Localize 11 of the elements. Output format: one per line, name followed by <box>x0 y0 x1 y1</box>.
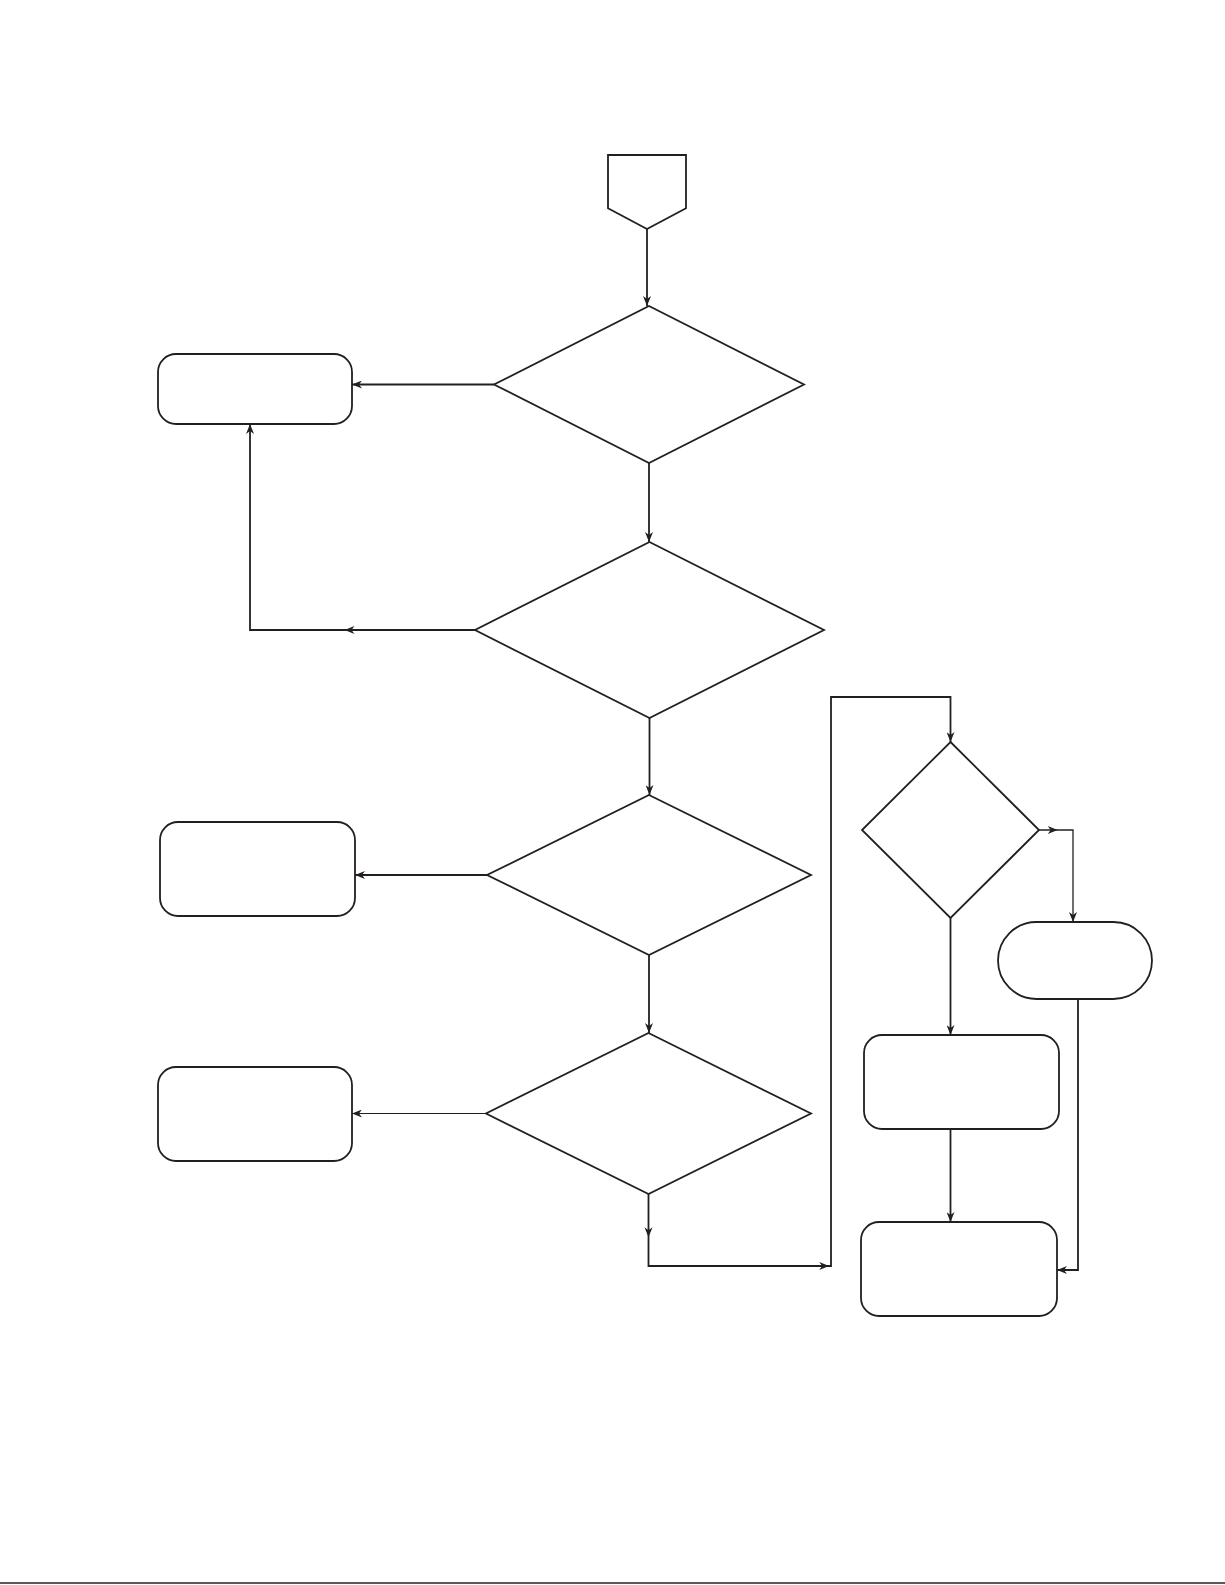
decision-diamond <box>487 795 811 955</box>
decision-diamond <box>475 542 824 718</box>
process-box <box>864 1035 1059 1129</box>
process-box <box>861 1222 1057 1316</box>
process-box <box>158 1067 352 1161</box>
off-page-connector <box>608 155 686 229</box>
process-box <box>160 822 355 916</box>
process-box <box>158 354 352 424</box>
decision-diamond <box>862 742 1039 918</box>
decision-diamond <box>486 1033 811 1194</box>
decision-diamond <box>494 306 804 463</box>
